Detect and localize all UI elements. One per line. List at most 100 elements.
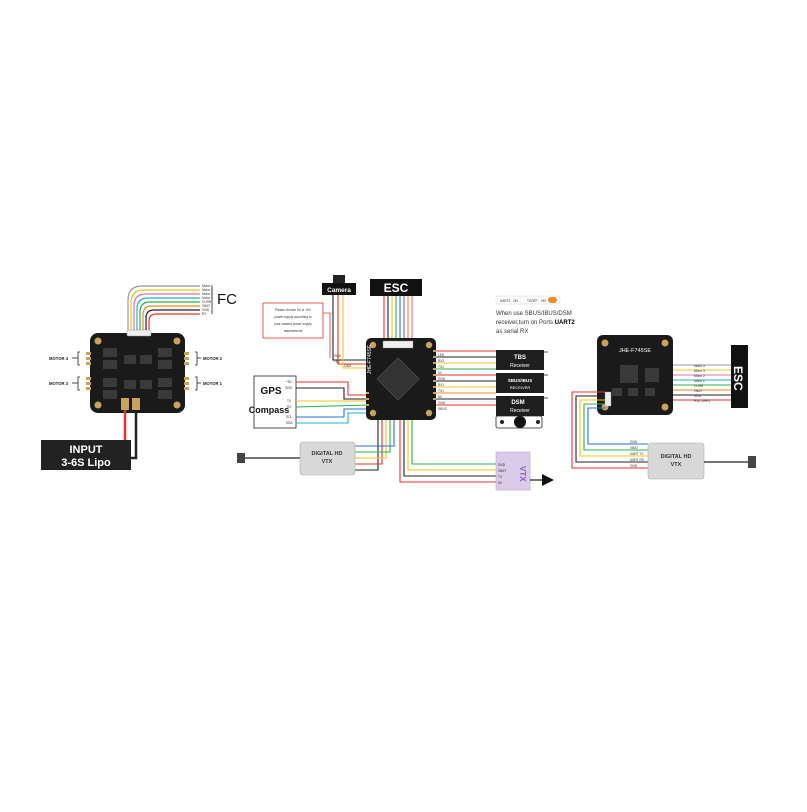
- gps-pin-label: GND: [285, 386, 293, 390]
- right-wire-label: GND: [694, 394, 702, 398]
- uart-note-line: receiver,turn on Ports UART2: [496, 320, 575, 326]
- right-vtx-wires: [571, 391, 648, 469]
- battery-spec-label: 3-6S Lipo: [61, 457, 111, 469]
- esc-header-wires: [383, 296, 413, 340]
- vtx-pin-label: GND: [498, 463, 506, 467]
- esc-wire-label: Motor 3: [202, 292, 213, 296]
- vtx-pin-label: TX: [498, 475, 503, 479]
- fc-silkscreen: JHE-F745SE: [367, 344, 373, 374]
- right-esc-label: ESC: [731, 366, 745, 391]
- power-note-line: Please choose 5V or 10V: [275, 308, 312, 312]
- esc-wire-label: VBAT: [202, 304, 210, 308]
- right-vtx-pin-label: VBAT: [630, 446, 638, 450]
- uart-toggle: [548, 297, 557, 303]
- power-note-line: power supply according to: [274, 315, 311, 319]
- gps-pin-label: +5V: [286, 380, 293, 384]
- camera-pin-label: GND: [334, 354, 342, 358]
- fc-pad-label: RX2: [438, 359, 444, 363]
- hd-vtx-label: DIGITAL HD: [312, 451, 343, 457]
- right-esc-label-box: [731, 345, 748, 408]
- gps-module: [253, 375, 297, 429]
- vtx-pin-labels: GND VBAT TX 5V: [498, 463, 506, 485]
- vtx-module: [495, 451, 531, 491]
- receiver-name: SBUS/IBUS: [508, 378, 533, 383]
- mount-hole: [661, 339, 669, 347]
- right-wire-label: VBAT: [694, 389, 702, 393]
- fc-pad-label: TX2: [438, 365, 444, 369]
- gps-pin-labels: +5V GND TX RX SCL SDA: [285, 380, 293, 425]
- dsm-receiver: [496, 396, 544, 416]
- esc-wire-label: Motor 1: [202, 284, 213, 288]
- switch-label: ON: [513, 299, 518, 303]
- receiver-wires: [436, 350, 496, 406]
- mount-hole: [369, 409, 377, 417]
- camera-pin-label: +5V: [334, 360, 341, 364]
- vtx-antenna: [542, 474, 554, 486]
- power-note-box: [262, 302, 324, 339]
- fc-pad-labels: LED RX2 TX2 5V GND RX1 TX1 5V GND SBUS: [438, 353, 447, 411]
- camera-label: Camera: [327, 287, 351, 294]
- camera-pin-label: CAM: [344, 364, 351, 368]
- right-vtx-pin-label: UART TX: [630, 452, 644, 456]
- fc-pad-label: TX1: [438, 389, 444, 393]
- esc-connector: [126, 329, 152, 337]
- mount-hole: [173, 401, 181, 409]
- switch-label: TXOFF: [527, 299, 537, 303]
- right-fc-components: [612, 365, 659, 396]
- switch-label: UART2: [500, 299, 511, 303]
- hd-vtx-label: VTX: [322, 459, 333, 465]
- gps-pin-label: SDA: [286, 421, 293, 425]
- right-esc-wires: [670, 364, 731, 401]
- esc-wire-label: GND: [202, 308, 210, 312]
- receiver-antenna: [544, 351, 548, 399]
- mount-hole: [369, 341, 377, 349]
- compass-title: Compass: [249, 405, 290, 415]
- vtx-label: VTX: [518, 466, 527, 482]
- fc-pad-label: RX1: [438, 383, 444, 387]
- uart-note-text: receiver,turn on Ports: [496, 320, 553, 326]
- sbus-receiver: [496, 373, 544, 393]
- motor-1-label: MOTOR 1: [203, 381, 223, 386]
- fc-pad-label: SBUS: [438, 407, 447, 411]
- uart-note-line: as serial RX: [496, 329, 528, 335]
- gps-title: GPS: [260, 386, 281, 397]
- battery-pad: [132, 398, 140, 410]
- camera-lens: [333, 275, 345, 283]
- right-wire-label: RX(CURR): [694, 399, 710, 403]
- input-battery-box: [41, 440, 131, 470]
- mount-hole: [173, 337, 181, 345]
- right-fc-connector: [604, 391, 612, 407]
- esc-wire-label: CURR: [202, 300, 212, 304]
- motor-4-label: MOTOR 4: [49, 356, 69, 361]
- mount-hole: [661, 403, 669, 411]
- right-vtx-pin-label: UART RX: [630, 458, 645, 462]
- uart-note-bold: UART2: [555, 320, 576, 326]
- right-fc-silkscreen: JHE-F745SE: [619, 348, 651, 354]
- right-wire-label: Motor 3: [694, 369, 705, 373]
- receiver-name: TBS: [514, 355, 526, 361]
- esc-wire-label: RX: [202, 312, 207, 316]
- vtx-pin-label: 5V: [498, 481, 503, 485]
- right-hd-vtx-label: DIGITAL HD: [661, 454, 692, 460]
- esc-wire-label: Motor 4: [202, 296, 213, 300]
- right-wire-label: CURR: [694, 384, 704, 388]
- gps-pin-label: SCL: [286, 415, 292, 419]
- mount-hole: [425, 409, 433, 417]
- power-note-line: requirements: [284, 329, 303, 333]
- fc-label: FC: [217, 291, 237, 308]
- battery-negative-wire: [130, 410, 138, 460]
- right-wire-label: Motor 2: [694, 374, 705, 378]
- gps-pin-label: TX: [287, 399, 292, 403]
- fc-pad-label: 5V: [438, 371, 443, 375]
- mosfet-array: [103, 348, 172, 399]
- fc-board-group: ESC Camera GND +5V CAM Please choose 5V …: [237, 275, 575, 491]
- right-vtx-pin-label: GND: [630, 464, 638, 468]
- esc-plug: [382, 340, 414, 349]
- battery-pad: [121, 398, 129, 410]
- receiver-sub: RECEIVER: [510, 385, 531, 390]
- right-esc-wire-labels: Motor 4 Motor 3 Motor 2 Motor 1 CURR VBA…: [694, 364, 710, 403]
- fc-pad-label: GND: [438, 401, 446, 405]
- camera-wires: [332, 295, 370, 369]
- fc-pad-label: LED: [438, 353, 445, 357]
